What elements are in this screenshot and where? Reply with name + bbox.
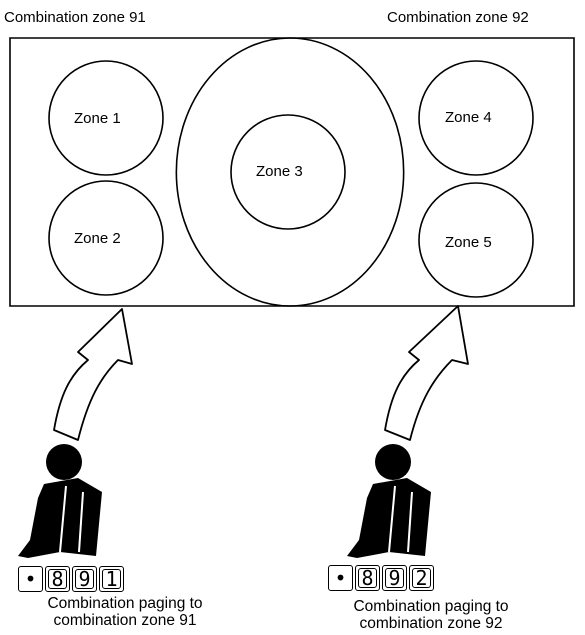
- zone-2-circle: [48, 180, 164, 296]
- caption-left-line1: Combination paging to: [47, 595, 203, 612]
- zone-4-label: Zone 4: [445, 109, 492, 126]
- zone-1-circle: [48, 60, 164, 176]
- digit-key: 8: [355, 565, 380, 591]
- curved-arrow-icon: [53, 308, 133, 441]
- person-icon: [347, 444, 431, 558]
- zone-3-label: Zone 3: [256, 163, 303, 180]
- zone-1-label: Zone 1: [74, 110, 121, 127]
- digit-key: 9: [382, 565, 407, 591]
- zone-2-label: Zone 2: [74, 230, 121, 247]
- zone-4-circle: [418, 60, 534, 176]
- zone-5-circle: [418, 182, 534, 298]
- zone-5-label: Zone 5: [445, 234, 492, 251]
- combination-zone-92-label: Combination zone 92: [387, 9, 529, 26]
- dial-sequence-891: • 8 9 1: [18, 566, 124, 592]
- digit-key: 8: [45, 566, 70, 592]
- digit-key: 9: [72, 566, 97, 592]
- caption-left-line2: combination zone 91: [53, 612, 197, 629]
- caption-right: Combination paging to combination zone 9…: [322, 598, 540, 632]
- combination-zone-91-label: Combination zone 91: [4, 9, 146, 26]
- zone-3-circle: [230, 114, 346, 230]
- combination-zone-91-boundary: [9, 37, 405, 307]
- caption-right-line1: Combination paging to: [353, 598, 509, 615]
- caption-left: Combination paging to combination zone 9…: [16, 595, 234, 629]
- caption-right-line2: combination zone 92: [359, 615, 503, 632]
- star-key: •: [18, 566, 43, 592]
- person-icon: [18, 444, 102, 558]
- star-key: •: [328, 565, 353, 591]
- digit-key: 1: [99, 566, 124, 592]
- dial-sequence-892: • 8 9 2: [328, 565, 434, 591]
- curved-arrow-icon: [384, 305, 469, 441]
- combination-zone-92-boundary: [175, 37, 575, 307]
- digit-key: 2: [409, 565, 434, 591]
